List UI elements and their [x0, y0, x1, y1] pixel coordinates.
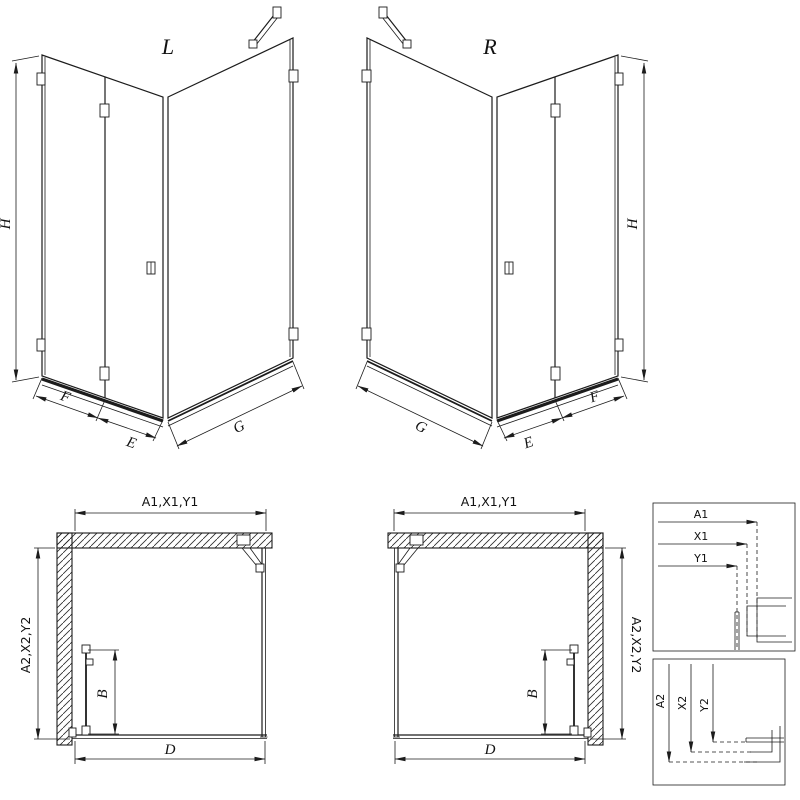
door-pivot — [81, 644, 91, 654]
profile-outer — [744, 726, 781, 763]
wall-bracket — [288, 327, 299, 341]
detail-box-horizontal: A1 X1 Y1 — [652, 502, 796, 652]
ext-line — [11, 55, 40, 62]
iso-view-right: H F E G R — [355, 6, 649, 453]
support-bar — [255, 16, 279, 46]
detail-label-y2: Y2 — [698, 698, 711, 713]
support-bar — [249, 547, 264, 567]
wall-right — [587, 532, 604, 746]
door-panel-glass — [41, 54, 164, 419]
dim-line-e — [97, 417, 157, 439]
iso-view-left: H F E G L — [0, 6, 305, 452]
door-hinge — [81, 725, 91, 736]
ext-line — [480, 421, 493, 450]
support-bar-clamp — [255, 563, 265, 573]
support-bar-mount — [272, 6, 282, 19]
support-bar-mount — [378, 6, 388, 19]
tray-edge — [366, 365, 493, 427]
side-panel-glass — [167, 37, 294, 419]
dim-label-a2x2y2: A2,X2,Y2 — [629, 617, 644, 674]
dim-line-f — [35, 395, 99, 419]
variant-label: L — [161, 34, 174, 59]
wall-left — [56, 532, 73, 746]
detail-label-x1: X1 — [694, 530, 709, 543]
support-bar-clamp — [395, 563, 405, 573]
ext-line — [32, 377, 43, 400]
support-bar — [396, 547, 411, 567]
bottom-rail — [41, 377, 164, 423]
door-panel-glass — [496, 54, 619, 419]
dim-line-g — [357, 385, 484, 447]
wall-profile-block — [68, 727, 77, 738]
detail-label-a2: A2 — [654, 694, 667, 709]
ext-line — [11, 376, 40, 383]
wall-bracket — [361, 327, 372, 341]
detail-frame — [652, 658, 786, 786]
wall-bracket — [614, 72, 624, 86]
bottom-rail — [496, 377, 619, 423]
hinge — [99, 366, 110, 381]
support-bar — [251, 14, 275, 44]
dim-label-f: F — [587, 388, 603, 407]
variant-label: R — [482, 34, 497, 59]
ext-line — [620, 55, 649, 62]
support-bar — [385, 14, 409, 44]
dim-line-g — [176, 385, 303, 447]
dim-label-a1x1y1: A1,X1,Y1 — [142, 494, 199, 509]
wall-bracket — [614, 338, 624, 352]
ext-line — [617, 377, 628, 400]
dim-label-e: E — [123, 434, 138, 452]
dim-line-f — [561, 395, 625, 419]
support-bar-clamp — [402, 39, 412, 49]
side-panel-glass — [366, 37, 493, 419]
ext-line — [292, 361, 305, 390]
profile-outer — [756, 597, 792, 643]
hinge — [550, 366, 561, 381]
dim-label-g: G — [231, 418, 248, 437]
dim-label-h: H — [0, 217, 14, 230]
dim-label-d: D — [484, 742, 496, 758]
detail-label-y1: Y1 — [693, 552, 708, 565]
profile-inner — [750, 730, 773, 753]
support-bar-clamp — [248, 39, 258, 49]
wall-bracket — [36, 72, 46, 86]
dim-label-a2x2y2: A2,X2,Y2 — [18, 617, 33, 674]
hinge — [99, 103, 110, 118]
door-pivot — [569, 644, 579, 654]
bottom-rail — [366, 360, 493, 422]
dim-line-e — [503, 417, 563, 439]
support-bar-mount — [409, 534, 424, 546]
door-handle — [566, 658, 575, 666]
ext-line — [167, 421, 180, 450]
dim-label-h: H — [625, 217, 641, 230]
ext-line — [355, 361, 368, 390]
support-bar-mount — [236, 534, 251, 546]
door-hinge — [569, 725, 579, 736]
detail-label-x2: X2 — [676, 696, 689, 711]
door-handle — [85, 658, 94, 666]
wall-bracket — [361, 69, 372, 83]
plan-view-right: B D A1,X1,Y1 A2,X2,Y2 — [387, 494, 644, 764]
dim-label-b: B — [525, 689, 541, 698]
dim-label-g: G — [412, 418, 429, 437]
bottom-rail — [167, 360, 294, 422]
wall-bracket — [36, 338, 46, 352]
support-bar — [381, 16, 405, 46]
detail-box-vertical: A2 X2 Y2 — [652, 658, 786, 786]
dim-label-a1x1y1: A1,X1,Y1 — [461, 494, 518, 509]
detail-label-a1: A1 — [694, 508, 709, 521]
plan-view-left: B D A1,X1,Y1 A2,X2,Y2 — [18, 494, 273, 764]
detail-frame — [652, 502, 796, 652]
hinge — [550, 103, 561, 118]
tray-edge — [167, 365, 294, 427]
wall-bracket — [288, 69, 299, 83]
dim-label-f: F — [57, 388, 73, 407]
dim-label-e: E — [521, 434, 536, 452]
dim-label-b: B — [95, 689, 111, 698]
profile-inner — [746, 605, 786, 637]
dim-label-d: D — [164, 742, 176, 758]
ext-line — [620, 376, 649, 383]
wall-profile-block — [583, 727, 592, 738]
